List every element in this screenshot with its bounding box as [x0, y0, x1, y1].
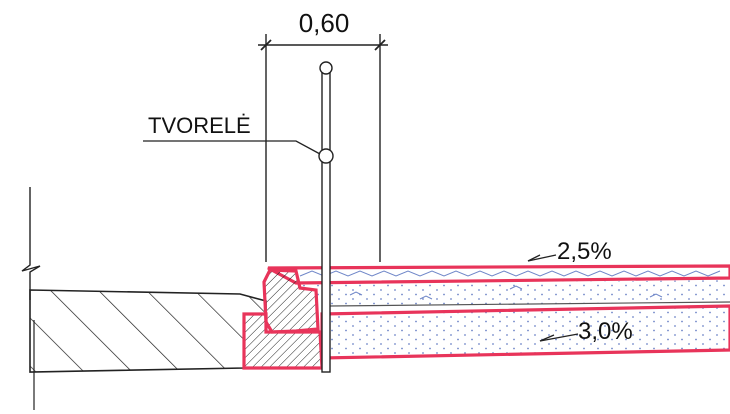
tick-right — [374, 39, 386, 51]
slope-upper-callout: 2,5% — [527, 238, 612, 265]
middle-layer — [296, 280, 730, 307]
slope-lower-label: 3,0% — [578, 318, 633, 345]
lower-pavement-layer — [320, 304, 730, 360]
existing-slab — [29, 289, 267, 373]
kerb-upper — [262, 268, 320, 334]
tick-left — [260, 39, 272, 51]
post-top-knob — [319, 61, 333, 75]
upper-pavement-layer — [267, 264, 730, 285]
railing-label: TVORELĖ — [148, 113, 251, 138]
railing-post — [318, 61, 334, 373]
railing-callout: TVORELĖ — [143, 113, 321, 155]
rail-joint-circle — [318, 148, 334, 164]
slope-lower-callout: 3,0% — [539, 318, 633, 345]
slope-upper-label: 2,5% — [557, 238, 612, 265]
dimension-label: 0,60 — [299, 8, 350, 38]
width-dimension: 0,60 — [258, 8, 388, 262]
kerb-lower — [242, 312, 324, 370]
